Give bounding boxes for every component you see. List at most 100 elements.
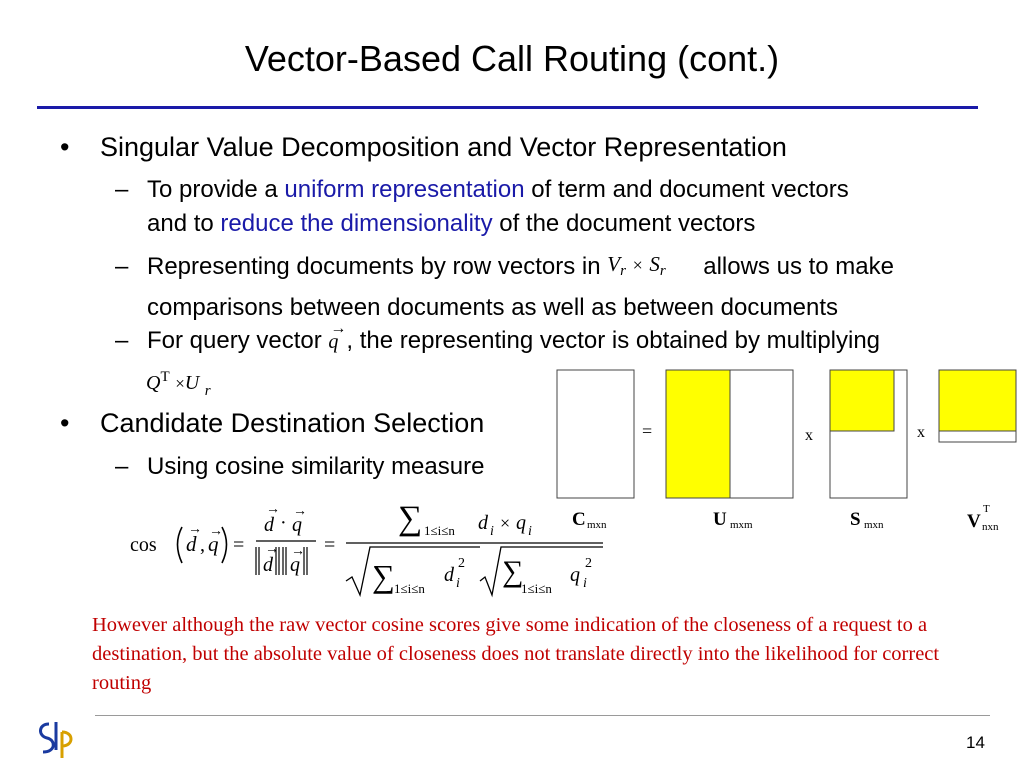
sub-query-vector: – For query vector → q , the representin…	[115, 320, 880, 359]
text-fragment: comparisons between documents as well as…	[147, 294, 839, 321]
vector-arrow-icon: →	[265, 542, 279, 557]
label-v: V	[967, 511, 981, 532]
math-cos: cos	[130, 534, 157, 556]
label-u: U	[713, 509, 727, 530]
right-paren	[221, 526, 228, 564]
math-times: ×	[632, 255, 643, 275]
bullet-dot: •	[60, 132, 70, 162]
vector-arrow-icon: →	[266, 502, 280, 517]
matrix-vt-highlight	[938, 369, 1017, 432]
math-comma: ,	[200, 534, 205, 556]
math-Q: Q	[146, 372, 161, 394]
dash-mark: –	[115, 453, 129, 480]
formula-vr-times-sr: Vr × Sr	[607, 247, 703, 288]
math-sub-r: r	[659, 263, 666, 279]
bullet-candidate-text: Candidate Destination Selection	[100, 408, 485, 438]
sub-cosine-similarity: – Using cosine similarity measure	[115, 450, 485, 484]
math-equals: =	[233, 534, 244, 556]
dash-mark: –	[115, 253, 129, 280]
label-v-sub: nxn	[982, 521, 999, 533]
math-sup-2: 2	[585, 556, 592, 571]
vector-arrow-icon: →	[209, 524, 223, 539]
diagram-equals: =	[642, 421, 652, 441]
math-sup-2: 2	[458, 556, 465, 571]
math-s: S	[649, 252, 660, 276]
label-c: C	[572, 509, 586, 530]
label-s-sub: mxn	[864, 519, 884, 531]
math-range: 1≤i≤n	[424, 523, 455, 538]
title-underline	[37, 106, 978, 109]
math-times: ×	[175, 374, 185, 393]
sqrt-sign	[345, 546, 480, 598]
label-v-sup: T	[983, 503, 990, 515]
dash-mark: –	[115, 176, 129, 203]
text-fragment: To provide a	[147, 176, 285, 203]
math-d: d	[478, 512, 489, 534]
text-fragment: of the document vectors	[492, 210, 756, 237]
math-range: 1≤i≤n	[521, 581, 552, 596]
math-sub-i: i	[490, 524, 494, 539]
svd-diagram: = x x C mxn U mxm S mxn V T nxn	[556, 369, 1017, 533]
highlight-uniform-representation: uniform representation	[284, 176, 525, 203]
diagram-times: x	[917, 424, 925, 441]
text-fragment: and to	[147, 210, 221, 237]
vector-arrow-icon: →	[293, 504, 307, 519]
text-fragment: allows us to make	[703, 253, 894, 280]
math-U: U	[184, 372, 200, 394]
diagram-times: x	[805, 427, 813, 444]
label-s: S	[850, 509, 861, 530]
highlight-reduce-dimensionality: reduce the dimensionality	[220, 210, 493, 237]
bullet-svd: • Singular Value Decomposition and Vecto…	[60, 132, 787, 163]
note-caveat: However although the raw vector cosine s…	[92, 614, 940, 694]
matrix-s-highlight	[829, 369, 895, 432]
bullet-candidate: • Candidate Destination Selection	[60, 408, 485, 439]
footer-rule	[95, 715, 990, 716]
matrix-u-highlight	[665, 369, 731, 499]
math-sub-r: r	[620, 263, 626, 279]
matrix-c	[556, 369, 635, 499]
math-sup-T: T	[160, 369, 170, 385]
math-dot: ·	[280, 512, 287, 534]
label-u-sub: mxm	[730, 519, 753, 531]
bullet-dot: •	[60, 408, 70, 438]
math-q: q	[292, 514, 302, 536]
label-c-sub: mxn	[587, 519, 607, 531]
math-sub-i: i	[583, 576, 587, 591]
cosine-formula: cos d → , q → = d → · q → d → q → = ∑ 1≤…	[130, 500, 603, 598]
math-sub-r: r	[204, 383, 211, 399]
text-fragment: Using cosine similarity measure	[147, 453, 485, 480]
math-q: q	[208, 532, 219, 556]
formula-qt-times-ur: QT ×U r	[146, 369, 211, 400]
sub-row-vectors: – Representing documents by row vectors …	[115, 247, 894, 325]
math-q: q	[516, 512, 526, 534]
slide-title: Vector-Based Call Routing (cont.)	[244, 38, 780, 79]
math-q: q	[570, 564, 580, 586]
math-sub-i: i	[528, 524, 532, 539]
vector-arrow-icon: →	[291, 544, 305, 559]
text-fragment: For query vector	[147, 327, 322, 354]
math-sub-i: i	[456, 576, 460, 591]
dash-mark: –	[115, 327, 129, 354]
math-q: q	[290, 554, 300, 576]
left-paren	[176, 526, 183, 564]
math-sum: ∑	[502, 555, 523, 588]
page-number: 14	[966, 733, 985, 752]
vector-arrow-icon: →	[330, 320, 347, 337]
math-sum: ∑	[372, 558, 395, 594]
math-d: d	[263, 554, 274, 576]
math-d: d	[264, 514, 275, 536]
vector-arrow-icon: →	[188, 522, 202, 537]
formula-q-vector: → q	[328, 320, 346, 359]
math-d: d	[444, 564, 455, 586]
math-q: q	[328, 331, 339, 353]
sqrt-sign	[479, 546, 603, 598]
sub-uniform-representation: – To provide a uniform representation of…	[115, 173, 849, 241]
math-sum: ∑	[398, 500, 422, 537]
slp-logo-icon	[39, 722, 73, 758]
math-range: 1≤i≤n	[394, 581, 425, 596]
bullet-svd-text: Singular Value Decomposition and Vector …	[100, 132, 787, 162]
math-times: ×	[500, 513, 510, 533]
math-equals: =	[324, 534, 335, 556]
text-fragment: of term and document vectors	[524, 176, 849, 203]
text-fragment: Representing documents by row vectors in	[147, 253, 601, 280]
